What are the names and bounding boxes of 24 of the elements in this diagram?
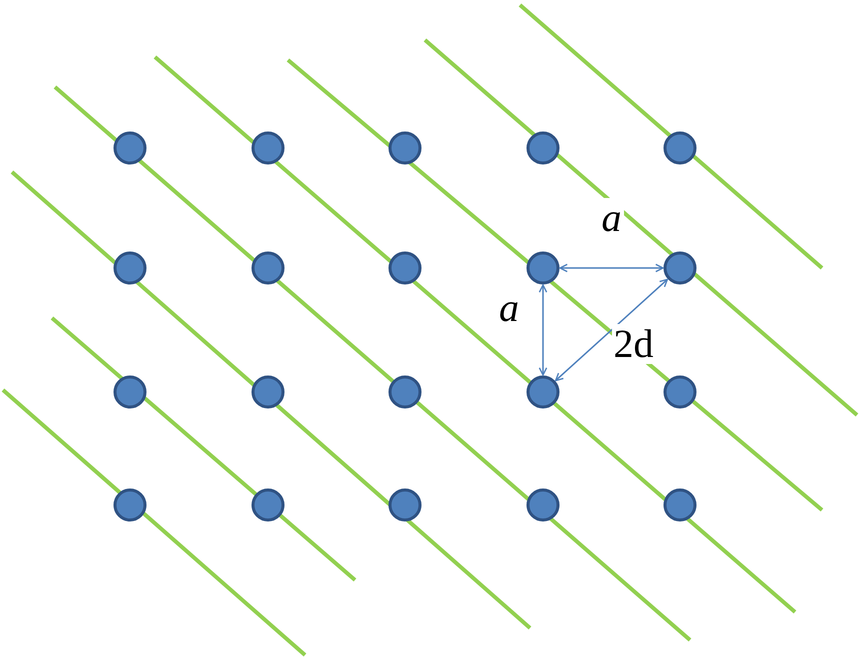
lattice-point bbox=[388, 376, 422, 408]
lattice-point bbox=[664, 376, 696, 408]
lattice-point bbox=[664, 488, 696, 522]
lattice-point bbox=[526, 488, 560, 522]
lattice-point bbox=[664, 132, 696, 164]
lattice-point bbox=[526, 132, 560, 164]
lattice-point bbox=[664, 252, 696, 284]
lattice-point bbox=[252, 488, 284, 522]
lattice-point bbox=[252, 252, 284, 284]
lattice-point bbox=[526, 252, 560, 284]
lattice-point bbox=[252, 376, 284, 408]
lattice-point bbox=[114, 488, 146, 522]
edge-label: 2d bbox=[612, 324, 656, 364]
double-arrow bbox=[554, 278, 668, 382]
double-arrow bbox=[559, 264, 664, 272]
lattice-point bbox=[526, 376, 560, 408]
lattice-point bbox=[114, 376, 146, 408]
lattice-point bbox=[388, 488, 422, 522]
lattice-point bbox=[388, 252, 422, 284]
lattice-point bbox=[114, 132, 146, 164]
double-arrow bbox=[538, 284, 548, 376]
lattice-point bbox=[252, 132, 284, 164]
lattice-point bbox=[388, 132, 422, 164]
lattice-point bbox=[114, 252, 146, 284]
